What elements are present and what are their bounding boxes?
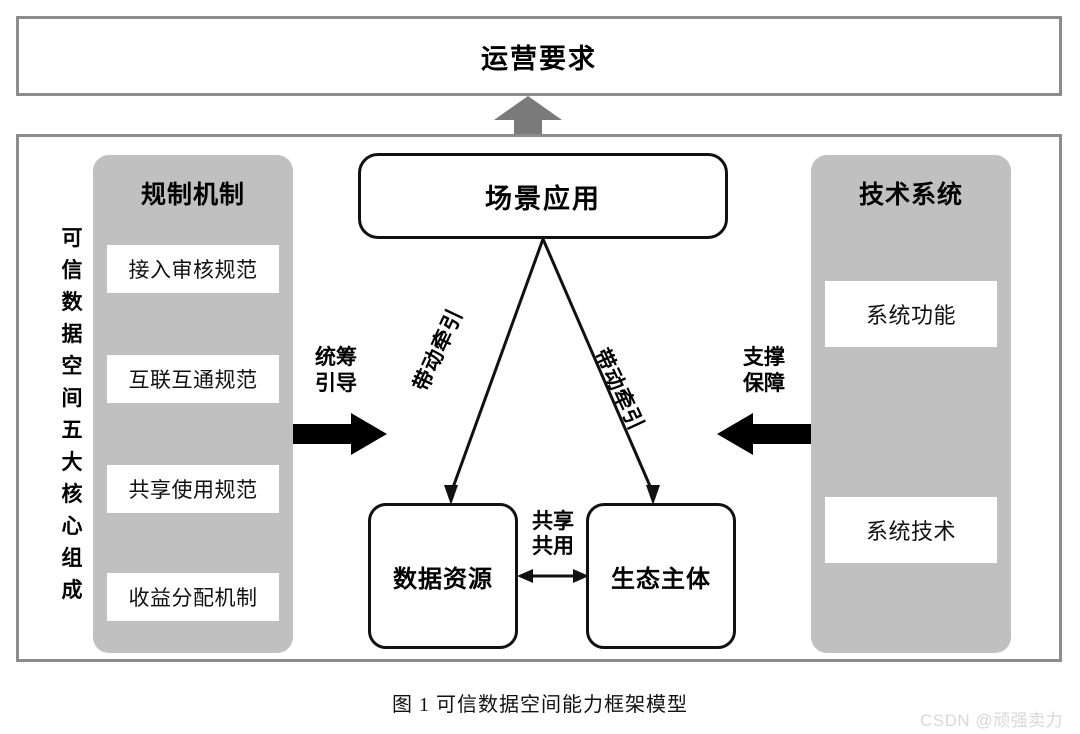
technology-item-system-function: 系统功能 <box>825 281 997 347</box>
ecosystem-entity-node: 生态主体 <box>586 503 736 649</box>
side-caption-char: 信 <box>61 259 83 282</box>
coordination-guidance-line2: 引导 <box>315 372 357 395</box>
share-usage-label-line1: 共享 <box>532 510 574 533</box>
diagonal-label-left: 带动牵引 <box>409 305 468 395</box>
support-guarantee-line1: 支撑 <box>743 346 785 369</box>
side-caption-char: 成 <box>61 579 83 602</box>
operational-requirement-box: 运营要求 <box>16 16 1062 96</box>
up-arrow-icon <box>492 96 564 138</box>
regulation-item-interconnection: 互联互通规范 <box>107 355 279 403</box>
coordination-guidance-line1: 统筹 <box>315 346 357 369</box>
coordination-guidance-label: 统筹 引导 <box>301 345 371 397</box>
capability-framework-frame: 可 信 数 据 空 间 五 大 核 心 组 成 规制机制 接入审核规范 互联互通… <box>16 134 1062 662</box>
side-caption-char: 核 <box>61 483 83 506</box>
share-usage-label-line2: 共用 <box>532 535 574 558</box>
scene-application-node: 场景应用 <box>358 153 728 239</box>
side-caption-char: 大 <box>61 451 83 474</box>
side-caption-char: 空 <box>61 355 83 378</box>
technology-system-title: 技术系统 <box>858 181 963 209</box>
side-caption-char: 间 <box>61 387 83 410</box>
regulation-mechanism-panel: 规制机制 接入审核规范 互联互通规范 共享使用规范 收益分配机制 <box>93 155 293 653</box>
scene-application-label: 场景应用 <box>485 183 601 214</box>
technology-system-panel: 技术系统 系统功能 系统技术 <box>811 155 1011 653</box>
side-caption-char: 据 <box>61 323 83 346</box>
data-resource-node: 数据资源 <box>368 503 518 649</box>
share-usage-label: 共享 共用 <box>524 509 582 559</box>
side-caption-char: 五 <box>61 419 83 442</box>
side-caption-char: 心 <box>61 515 83 538</box>
technology-item-system-technology: 系统技术 <box>825 497 997 563</box>
regulation-mechanism-title: 规制机制 <box>140 181 245 209</box>
ecosystem-entity-label: 生态主体 <box>611 565 711 593</box>
regulation-item-shared-usage: 共享使用规范 <box>107 465 279 513</box>
right-pointing-block-arrow-icon <box>293 413 387 455</box>
side-caption-char: 数 <box>61 291 83 314</box>
side-caption: 可 信 数 据 空 间 五 大 核 心 组 成 <box>55 223 89 607</box>
operational-requirement-title: 运营要求 <box>481 43 597 74</box>
regulation-item-access-review: 接入审核规范 <box>107 245 279 293</box>
left-pointing-block-arrow-icon <box>717 413 811 455</box>
diagonal-label-right: 带动牵引 <box>589 345 648 435</box>
watermark: CSDN @顽强卖力 <box>920 711 1064 730</box>
data-resource-label: 数据资源 <box>393 565 493 593</box>
regulation-item-revenue-allocation: 收益分配机制 <box>107 573 279 621</box>
support-guarantee-line2: 保障 <box>743 372 785 395</box>
side-caption-char: 组 <box>61 547 83 570</box>
side-caption-char: 可 <box>61 227 83 250</box>
figure-caption: 图 1 可信数据空间能力框架模型 <box>392 694 688 716</box>
support-guarantee-label: 支撑 保障 <box>729 345 799 397</box>
